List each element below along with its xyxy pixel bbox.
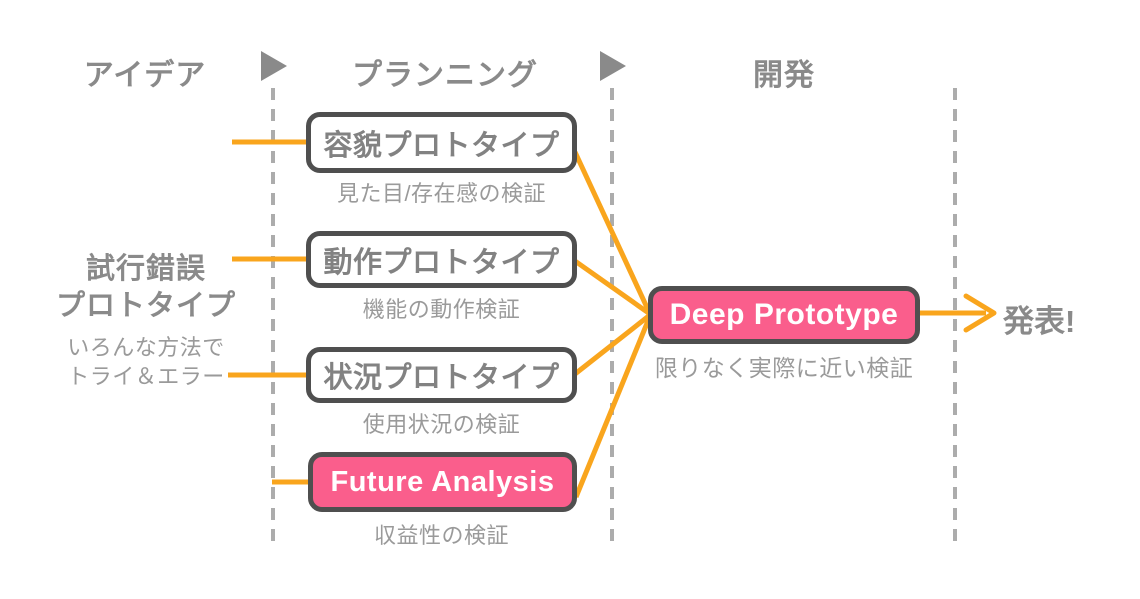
trial-error-prototype-label: 試行錯誤 プロトタイプ xyxy=(30,251,262,325)
box-behavior-prototype: 動作プロトタイプ xyxy=(306,231,577,288)
phase-header-development: 開発 xyxy=(753,59,815,92)
box-situation-prototype: 状況プロトタイプ xyxy=(306,347,577,403)
box-appearance-caption: 見た目/存在感の検証 xyxy=(336,181,547,206)
connector-line xyxy=(573,258,652,317)
connector-line xyxy=(573,315,653,498)
box-behavior-caption: 機能の動作検証 xyxy=(362,297,521,322)
box-future-analysis-caption: 収益性の検証 xyxy=(373,523,509,548)
trial-error-subtitle-line1: いろんな方法で xyxy=(67,335,225,360)
box-future-analysis: Future Analysis xyxy=(308,452,577,512)
trial-error-subtitle-line2: トライ＆エラー xyxy=(67,364,225,389)
arrow-right-icon xyxy=(963,293,997,333)
trial-error-subtitle: いろんな方法で トライ＆エラー xyxy=(30,333,262,391)
box-situation-caption: 使用状況の検証 xyxy=(362,412,521,437)
phase-arrow-icon xyxy=(261,51,287,81)
box-deep-prototype: Deep Prototype xyxy=(648,286,920,344)
box-deep-prototype-caption: 限りなく実際に近い検証 xyxy=(654,355,914,381)
result-label: 発表! xyxy=(1003,304,1076,339)
phase-header-planning: プランニング xyxy=(352,59,538,92)
connector-line xyxy=(573,313,652,376)
box-appearance-prototype: 容貌プロトタイプ xyxy=(306,112,577,173)
trial-error-prototype-label-line2: プロトタイプ xyxy=(55,290,236,322)
phase-header-idea: アイデア xyxy=(83,59,207,92)
connector-line xyxy=(572,150,653,316)
trial-error-prototype-label-line1: 試行錯誤 xyxy=(85,253,206,285)
phase-arrow-icon xyxy=(600,51,626,81)
